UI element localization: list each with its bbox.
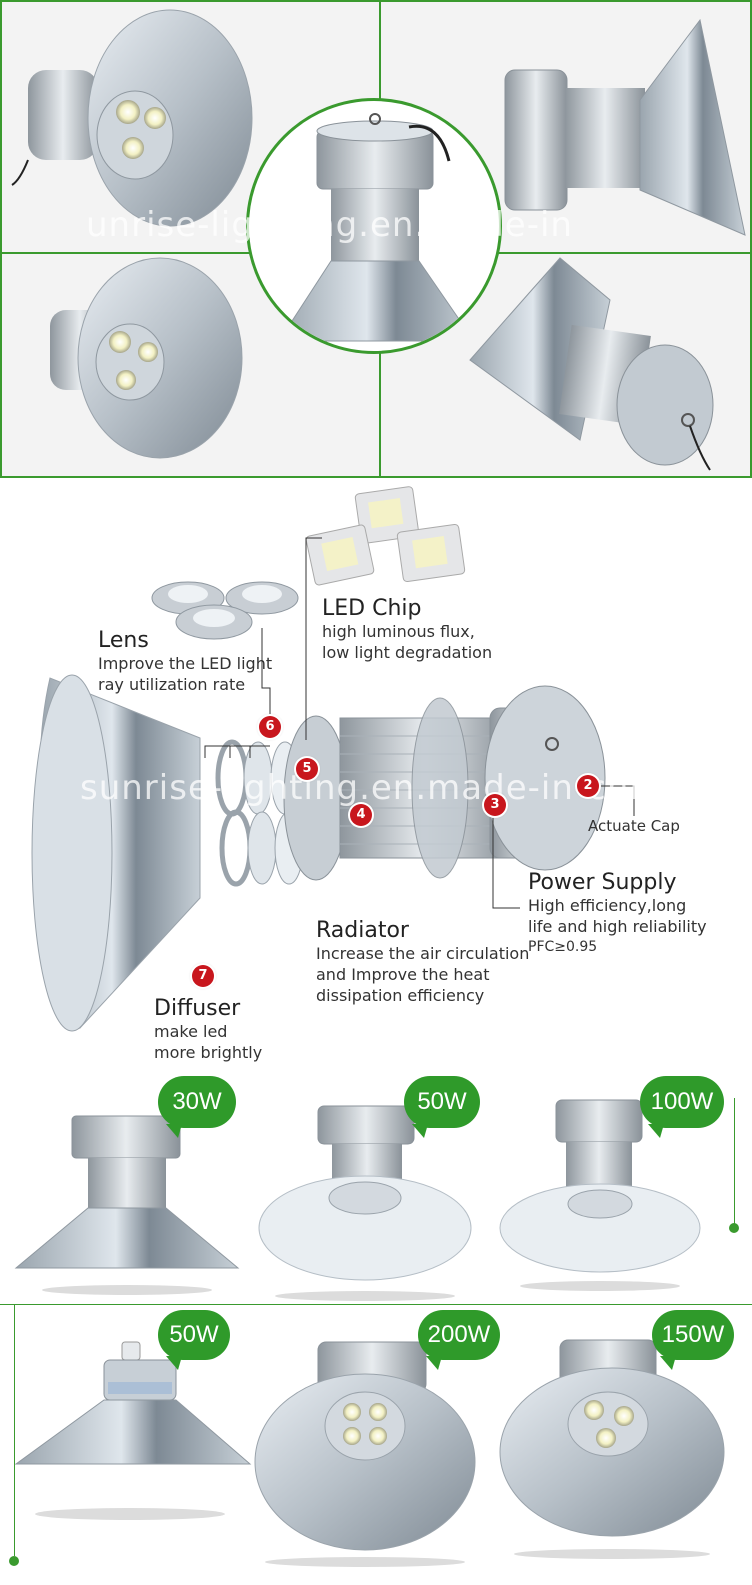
wattage-badge-30w: 30W	[158, 1076, 236, 1138]
center-inset-circle	[246, 98, 502, 354]
wattage-badge-50w: 50W	[404, 1076, 480, 1138]
lamp-photos	[11, 9, 746, 471]
exploded-diagram: sunrise-lighting.en.made-in-china.c 6 5 …	[0, 478, 752, 1068]
badge-led-chip: 5	[296, 758, 318, 780]
product-photo-grid: unrise-lig hting.en.made-in	[0, 0, 752, 478]
lens-label: Lens Improve the LED light ray utilizati…	[98, 628, 272, 695]
radiator-desc-3: dissipation efficiency	[316, 986, 485, 1005]
lens-title: Lens	[98, 628, 149, 653]
badge-radiator: 4	[350, 804, 372, 826]
wattage-badge-100w: 100W	[640, 1076, 724, 1138]
radiator-title: Radiator	[316, 918, 409, 943]
actuate-cap-label: Actuate Cap	[588, 817, 680, 835]
exploded-lamp-illustration	[31, 486, 635, 1032]
power-supply-desc-2: life and high reliability	[528, 917, 707, 936]
led-chips-illustration	[305, 486, 466, 586]
lens-illustration	[151, 581, 299, 640]
lamp-photo-back-angle	[469, 257, 714, 471]
badge-lens: 6	[259, 716, 281, 738]
models-row-1: 30W 50W 100W	[0, 1068, 752, 1304]
lamp-100w-illustration	[499, 1099, 701, 1291]
led-chip-desc-2: low light degradation	[322, 643, 493, 662]
diffuser-title: Diffuser	[154, 996, 241, 1021]
lamp-200w-illustration	[254, 1341, 476, 1567]
diffuser-illustration	[31, 674, 201, 1032]
diffuser-label: Diffuser make led more brightly	[154, 996, 262, 1063]
led-chip-title: LED Chip	[322, 596, 422, 621]
power-supply-desc-3: PFC≥0.95	[528, 939, 598, 955]
badge-actuate-cap: 2	[577, 775, 599, 797]
badge-diffuser: 7	[192, 965, 214, 987]
radiator-illustration	[339, 697, 511, 879]
lens-desc-1: Improve the LED light	[98, 654, 273, 673]
lamp-30w-illustration	[14, 1115, 240, 1295]
watermark-top: unrise-lig hting.en.made-in	[86, 205, 573, 245]
power-supply-desc-1: High efficiency,long	[528, 896, 687, 915]
leader-lines	[204, 537, 635, 909]
wattage-badge-50w-bulb: 50W	[158, 1310, 230, 1370]
lamp-photo-front-angle	[50, 257, 243, 459]
watermark-middle: sunrise-lighting.en.made-in-china.c	[80, 768, 716, 808]
wattage-badge-150w: 150W	[652, 1310, 734, 1370]
wattage-badge-200w: 200W	[418, 1310, 500, 1370]
diffuser-desc-2: more brightly	[154, 1043, 263, 1062]
radiator-label: Radiator Increase the air circulation an…	[316, 918, 529, 1006]
lamp-photo-side	[504, 18, 746, 236]
actuate-cap-illustration	[484, 685, 606, 871]
power-supply-label: Power Supply High efficiency,long life a…	[528, 870, 707, 958]
radiator-desc-1: Increase the air circulation	[316, 944, 530, 963]
models-row-2-illustration	[14, 1339, 725, 1567]
led-chip-label: LED Chip high luminous flux, low light d…	[322, 596, 492, 663]
lamp-photo-front-3-chip	[11, 9, 253, 227]
lamp-150w-illustration	[499, 1339, 725, 1559]
badge-power-supply: 3	[484, 794, 506, 816]
diffuser-desc-1: make led	[154, 1022, 228, 1041]
lens-desc-2: ray utilization rate	[98, 675, 246, 694]
models-row-2: 50W 200W 150W	[0, 1304, 752, 1585]
lamp-photo-upright	[278, 113, 475, 342]
led-chip-desc-1: high luminous flux,	[322, 622, 475, 641]
lamp-50w-illustration	[258, 1105, 472, 1301]
models-row-1-illustration	[14, 1099, 701, 1301]
power-supply-title: Power Supply	[528, 870, 677, 895]
lamp-50w-bulb-illustration	[14, 1341, 252, 1520]
radiator-desc-2: and Improve the heat	[316, 965, 490, 984]
